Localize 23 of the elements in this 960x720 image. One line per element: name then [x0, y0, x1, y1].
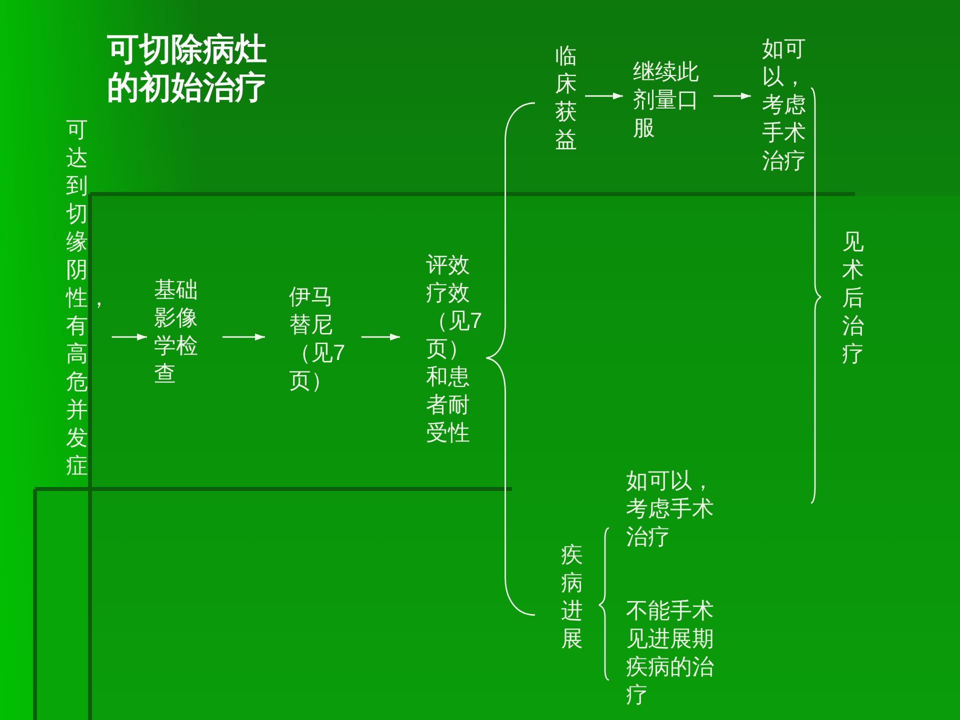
slide-title: 可切除病灶的初始治疗: [107, 30, 268, 106]
outcome-text: 见术后治疗: [842, 228, 864, 368]
brace: [810, 296, 822, 504]
condition-text: 可达到切缘阴性，有高危并发症: [66, 116, 108, 480]
branch-text: 疾病进展: [561, 541, 583, 653]
step-text: 继续此剂量口服: [633, 58, 704, 142]
step-text: 如可以，考虑手术治疗: [762, 35, 810, 175]
step-text: 评效疗效（见7页）和患者耐受性: [426, 251, 484, 447]
branch-text: 临床获益: [555, 42, 577, 154]
brace: [598, 604, 610, 681]
arrow: [713, 92, 751, 100]
arrow: [112, 334, 147, 340]
brace: [810, 87, 822, 298]
arrow: [222, 334, 265, 340]
brace: [486, 357, 536, 616]
step-text: 基础影像学检查: [154, 276, 202, 388]
step-text: 伊马替尼（见7页）: [289, 283, 348, 395]
step-text: 不能手术见进展期疾病的治疗: [626, 597, 721, 709]
arrow: [585, 92, 623, 100]
brace: [598, 527, 610, 606]
step-text: 如可以，考虑手术治疗: [626, 467, 721, 551]
brace: [486, 102, 536, 359]
arrow: [361, 334, 400, 340]
